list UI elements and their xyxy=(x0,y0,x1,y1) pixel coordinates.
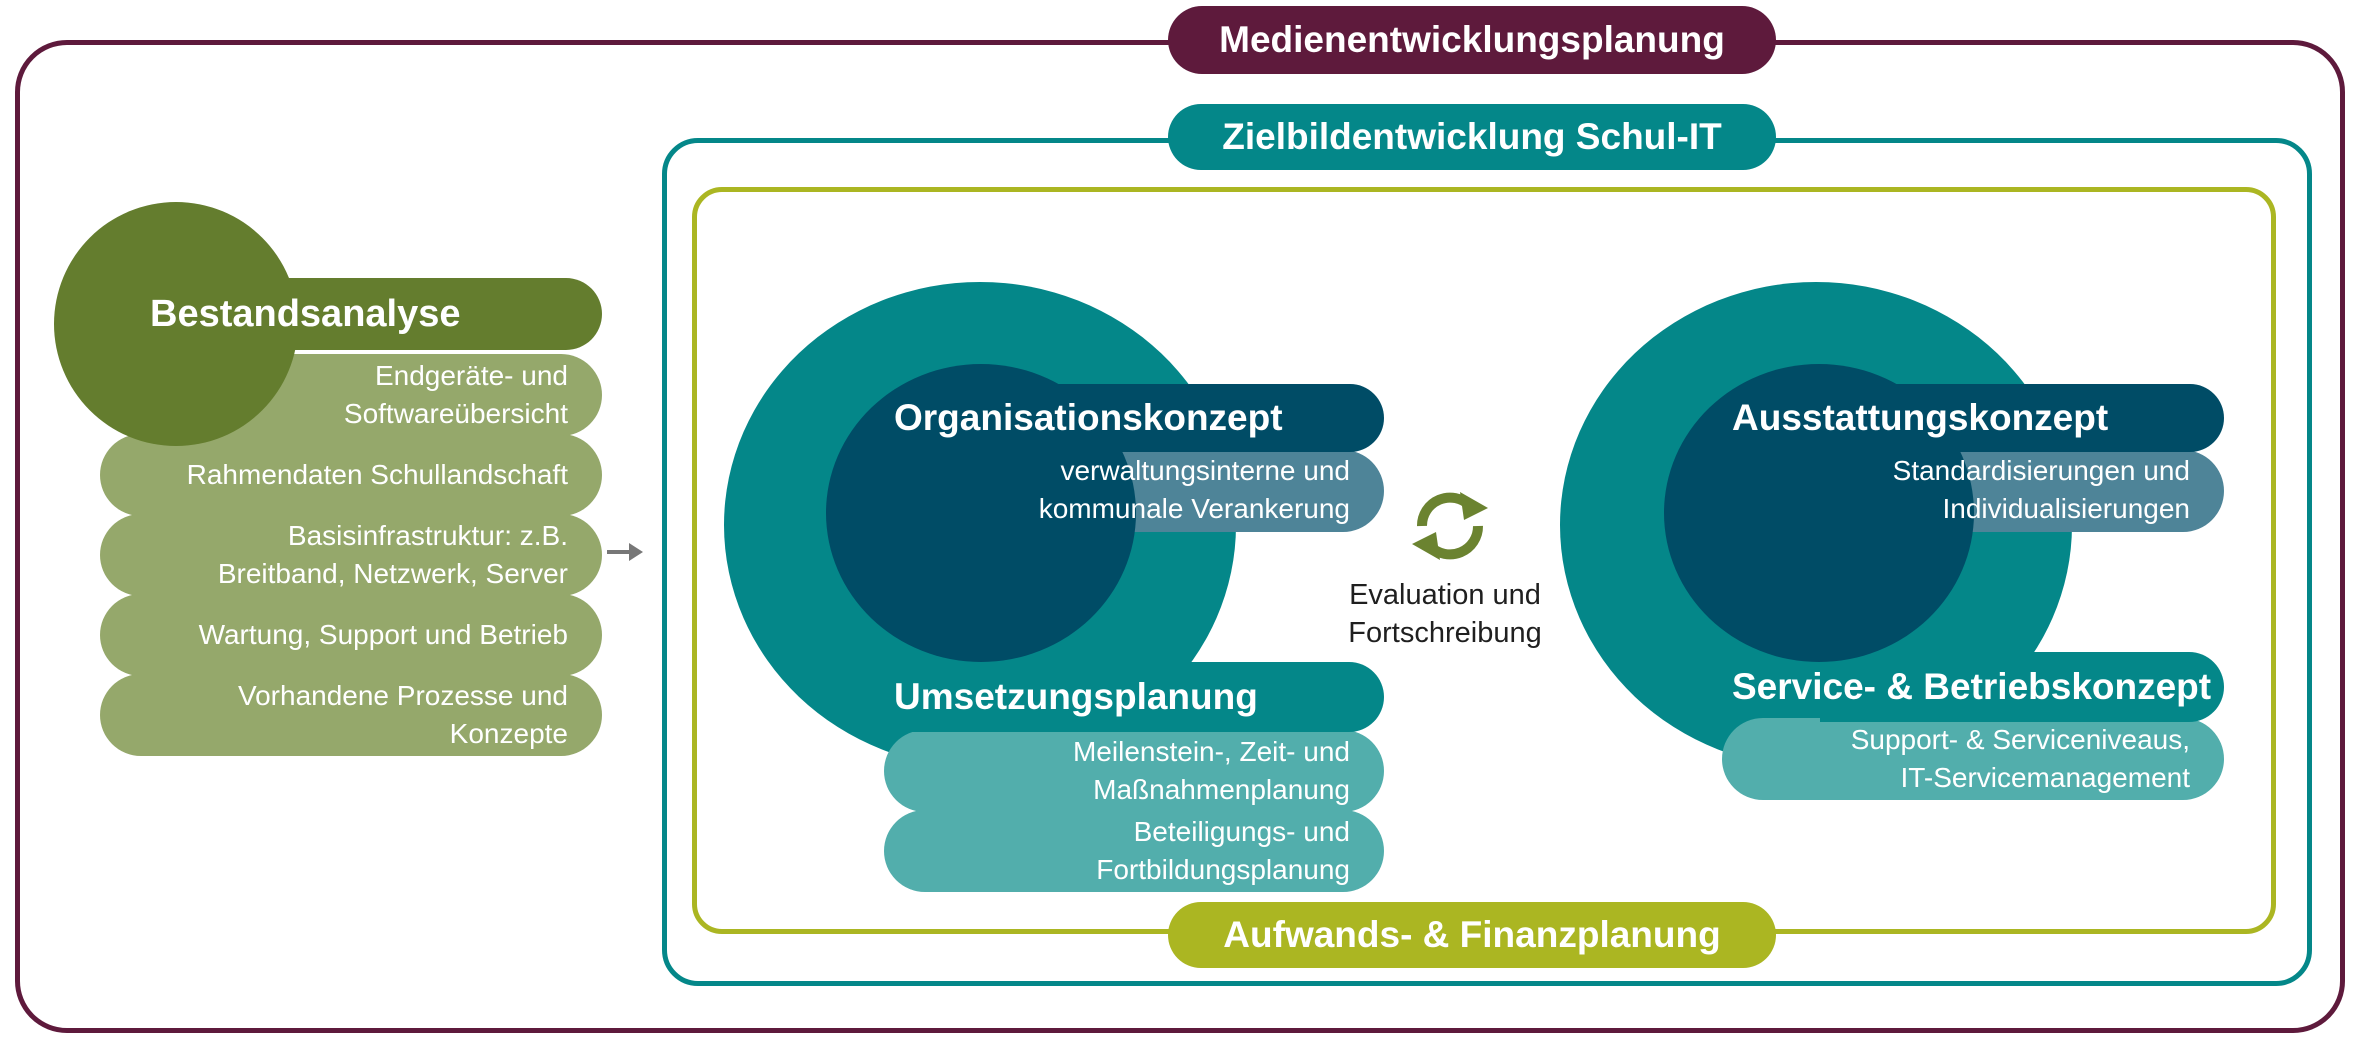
bestand-item-1-line2: Softwareübersicht xyxy=(343,398,568,429)
service-title: Service- & Betriebskonzept xyxy=(1732,666,2212,707)
service-sub: Support- & Serviceniveaus, IT-Serviceman… xyxy=(1722,718,2224,800)
bestand-item-2-line1: Rahmendaten Schullandschaft xyxy=(186,459,568,490)
ausstattung-title: Ausstattungskonzept xyxy=(1732,397,2109,438)
ausstattung-title-bar xyxy=(1820,384,2224,452)
zielbild-title: Zielbildentwicklung Schul-IT xyxy=(1168,104,1776,170)
ausstattung-sub-line1: Standardisierungen und xyxy=(1892,455,2190,486)
organisation-sub-line2: kommunale Verankerung xyxy=(1038,493,1350,524)
umsetzung-title-bar xyxy=(884,662,1384,732)
ausstattung-sub-text: Standardisierungen und Individualisierun… xyxy=(1790,452,2190,528)
bestand-item-3-line2: Breitband, Netzwerk, Server xyxy=(217,558,568,589)
bestand-item-2: Rahmendaten Schullandschaft xyxy=(100,434,602,516)
bestand-item-5: Vorhandene Prozesse und Konzepte xyxy=(100,674,602,756)
aufwand-title: Aufwands- & Finanzplanung xyxy=(1168,902,1776,968)
evaluation-text: Evaluation und Fortschreibung xyxy=(1320,576,1570,652)
bestand-title-bar xyxy=(176,278,602,350)
umsetzung-title: Umsetzungsplanung xyxy=(894,676,1258,717)
evaluation-line1: Evaluation und xyxy=(1349,579,1541,611)
umsetzung-item-1-line2: Maßnahmenplanung xyxy=(1093,774,1350,805)
bestand-item-4: Wartung, Support und Betrieb xyxy=(100,594,602,676)
organisation-sub-text: verwaltungsinterne und kommunale Veranke… xyxy=(950,452,1350,528)
umsetzung-item-2-line1: Beteiligungs- und xyxy=(1133,816,1350,847)
ausstattung-sub-line2: Individualisierungen xyxy=(1942,493,2190,524)
umsetzung-item-2: Beteiligungs- und Fortbildungsplanung xyxy=(884,810,1384,892)
bestand-item-1-line1: Endgeräte- und xyxy=(374,360,568,391)
umsetzung-item-1: Meilenstein-, Zeit- und Maßnahmenplanung xyxy=(884,730,1384,812)
arrow-right-icon xyxy=(607,543,643,561)
organisation-title: Organisationskonzept xyxy=(894,397,1283,438)
service-sub-line2: IT-Servicemanagement xyxy=(1900,762,2190,793)
bestand-item-4-line1: Wartung, Support und Betrieb xyxy=(198,619,568,650)
evaluation-line2: Fortschreibung xyxy=(1348,617,1542,649)
bestand-item-3: Basisinfrastruktur: z.B. Breitband, Netz… xyxy=(100,514,602,596)
organisation-title-bar xyxy=(980,384,1384,452)
umsetzung-item-2-line2: Fortbildungsplanung xyxy=(1096,854,1350,885)
bestand-title: Bestandsanalyse xyxy=(150,293,461,335)
refresh-cycle-icon xyxy=(1412,492,1488,560)
service-title-bar xyxy=(1820,652,2224,722)
organisation-sub-line1: verwaltungsinterne und xyxy=(1060,455,1350,486)
ausstattung-sub xyxy=(1924,450,2224,532)
bestand-item-5-line2: Konzepte xyxy=(449,718,568,749)
bestand-item-3-line1: Basisinfrastruktur: z.B. xyxy=(287,520,568,551)
service-sub-line1: Support- & Serviceniveaus, xyxy=(1850,724,2190,755)
bestand-item-5-line1: Vorhandene Prozesse und xyxy=(237,680,568,711)
outer-title: Medienentwicklungsplanung xyxy=(1168,6,1776,74)
umsetzung-item-1-line1: Meilenstein-, Zeit- und xyxy=(1072,736,1350,767)
